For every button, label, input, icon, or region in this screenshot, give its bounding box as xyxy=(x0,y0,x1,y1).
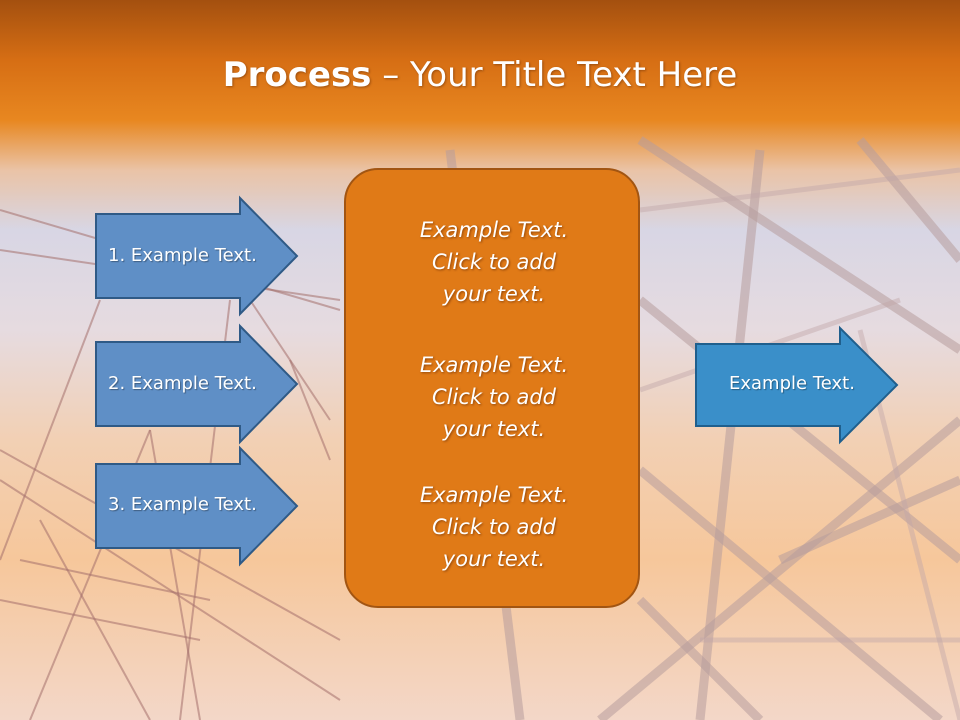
text-line: Click to add xyxy=(431,385,556,409)
left-arrow-1-label: 1. Example Text. xyxy=(108,245,257,266)
text-line: your text. xyxy=(442,282,546,306)
right-arrow[interactable] xyxy=(695,325,899,445)
center-text-block-1: Example Text. Click to add your text. xyxy=(346,214,642,310)
text-line: Example Text. xyxy=(419,218,569,242)
left-arrow-1[interactable] xyxy=(95,195,299,317)
text-line: Click to add xyxy=(431,515,556,539)
title-rest-part: – Your Title Text Here xyxy=(371,55,738,95)
title-bold-part: Process xyxy=(222,55,372,95)
text-line: Click to add xyxy=(431,250,556,274)
text-line: your text. xyxy=(442,417,546,441)
text-line: Example Text. xyxy=(419,483,569,507)
left-arrow-3-label: 3. Example Text. xyxy=(108,494,257,515)
left-arrow-2-label: 2. Example Text. xyxy=(108,373,257,394)
text-line: Example Text. xyxy=(419,353,569,377)
text-line: your text. xyxy=(442,547,546,571)
slide-title: Process – Your Title Text Here xyxy=(0,52,960,98)
left-arrow-2[interactable] xyxy=(95,323,299,445)
center-text-box[interactable]: Example Text. Click to add your text. Ex… xyxy=(344,168,640,608)
center-text-block-3: Example Text. Click to add your text. xyxy=(346,479,642,575)
center-text-block-2: Example Text. Click to add your text. xyxy=(346,349,642,445)
right-arrow-label: Example Text. xyxy=(729,373,855,394)
left-arrow-3[interactable] xyxy=(95,445,299,567)
